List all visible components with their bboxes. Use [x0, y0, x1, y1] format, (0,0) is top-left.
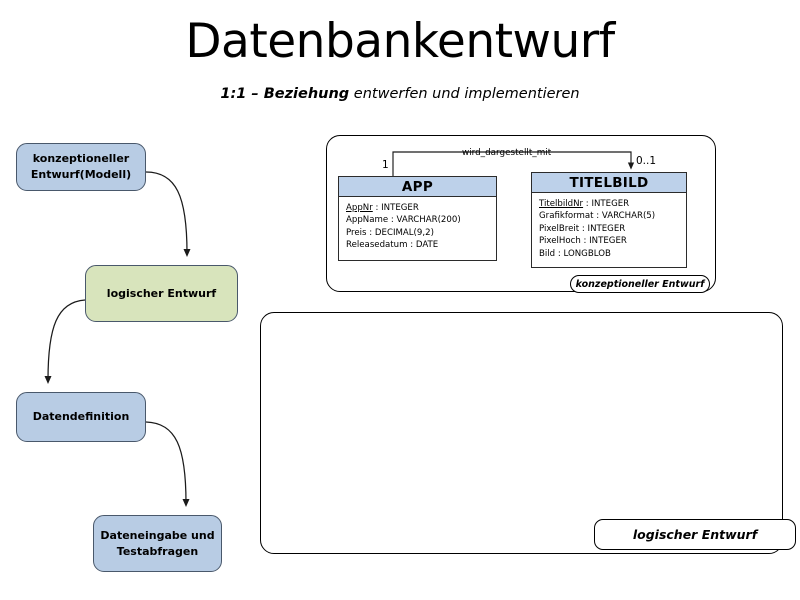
attribute-name: Bild [539, 248, 556, 259]
attribute-name: AppName [346, 215, 389, 226]
attribute-row: TitelbildNr : INTEGER [539, 198, 679, 210]
logical-design-panel [260, 312, 783, 554]
flow-step-label: konzeptioneller Entwurf(Modell) [31, 151, 131, 183]
attribute-separator: : [583, 199, 592, 209]
logical-panel-tab[interactable]: logischer Entwurf [594, 519, 796, 550]
entity-titelbild-title: TITELBILD [532, 173, 686, 193]
attribute-row: PixelHoch : INTEGER [539, 235, 679, 247]
flow-step-konzeptioneller-entwurf-modell[interactable]: konzeptioneller Entwurf(Modell) [16, 143, 146, 191]
entity-app-attributes: AppNr : INTEGER AppName : VARCHAR(200) P… [339, 197, 496, 258]
attribute-name: Preis [346, 227, 367, 238]
subtitle-emphasis: 1:1 – Beziehung [220, 86, 350, 102]
attribute-name: PixelHoch [539, 236, 581, 247]
attribute-name: Grafikformat [539, 211, 594, 222]
target-cardinality-label: 0..1 [636, 155, 657, 167]
attribute-separator: : [372, 203, 382, 213]
attribute-separator: : [407, 240, 416, 251]
attribute-type: VARCHAR(5) [601, 211, 656, 222]
attribute-type: DECIMAL(9,2) [374, 227, 434, 238]
flow-step-label-line1: Dateneingabe und [100, 528, 215, 542]
attribute-separator: : [366, 227, 375, 238]
flow-step-logischer-entwurf[interactable]: logischer Entwurf [85, 265, 238, 322]
attribute-row: AppNr : INTEGER [346, 202, 489, 214]
attribute-separator: : [555, 248, 564, 259]
page-title: Datenbankentwurf [185, 14, 615, 69]
attribute-row: PixelBreit : INTEGER [539, 223, 679, 235]
attribute-name: Releasedatum [346, 240, 408, 251]
attribute-type: INTEGER [587, 223, 626, 234]
conceptual-panel-tab[interactable]: konzeptioneller Entwurf [570, 275, 710, 293]
attribute-separator: : [580, 236, 590, 247]
attribute-name: PixelBreit [539, 223, 580, 234]
flow-step-datendefinition[interactable]: Datendefinition [16, 392, 146, 442]
attribute-row: Grafikformat : VARCHAR(5) [539, 210, 679, 222]
subtitle-rest: entwerfen und implementieren [349, 86, 580, 102]
attribute-separator: : [388, 215, 397, 226]
entity-titelbild-attributes: TitelbildNr : INTEGER Grafikformat : VAR… [532, 193, 686, 266]
attribute-separator: : [593, 211, 602, 222]
attribute-type: INTEGER [381, 203, 419, 213]
flow-step-label-line1: konzeptioneller [32, 152, 130, 166]
entity-titelbild[interactable]: TITELBILD TitelbildNr : INTEGER Grafikfo… [531, 172, 687, 268]
page-subtitle: 1:1 – Beziehung entwerfen und implementi… [0, 86, 800, 103]
flow-step-label: Dateneingabe und Testabfragen [100, 528, 214, 560]
attribute-type: DATE [415, 240, 439, 251]
flow-step-label-line2: Entwurf(Modell) [30, 168, 132, 181]
flow-step-label-line2: Testabfragen [116, 544, 199, 558]
source-cardinality-label: 1 [382, 159, 389, 171]
attribute-type: VARCHAR(200) [396, 215, 461, 226]
attribute-row: Releasedatum : DATE [346, 239, 489, 251]
attribute-row: Bild : LONGBLOB [539, 248, 679, 260]
entity-app-title: APP [339, 177, 496, 197]
flow-step-label: logischer Entwurf [106, 286, 217, 300]
attribute-separator: : [579, 223, 588, 234]
attribute-type: INTEGER [589, 236, 627, 247]
relationship-name-label: wird_dargestellt_mit [462, 148, 552, 158]
attribute-name: TitelbildNr [539, 199, 584, 209]
attribute-type: INTEGER [591, 199, 630, 209]
attribute-type: LONGBLOB [563, 248, 611, 259]
entity-app[interactable]: APP AppNr : INTEGER AppName : VARCHAR(20… [338, 176, 497, 261]
flow-step-label: Datendefinition [32, 410, 130, 424]
attribute-name: AppNr [346, 203, 373, 213]
flow-step-dateneingabe-und-testabfragen[interactable]: Dateneingabe und Testabfragen [93, 515, 222, 572]
attribute-row: AppName : VARCHAR(200) [346, 214, 489, 226]
attribute-row: Preis : DECIMAL(9,2) [346, 227, 489, 239]
